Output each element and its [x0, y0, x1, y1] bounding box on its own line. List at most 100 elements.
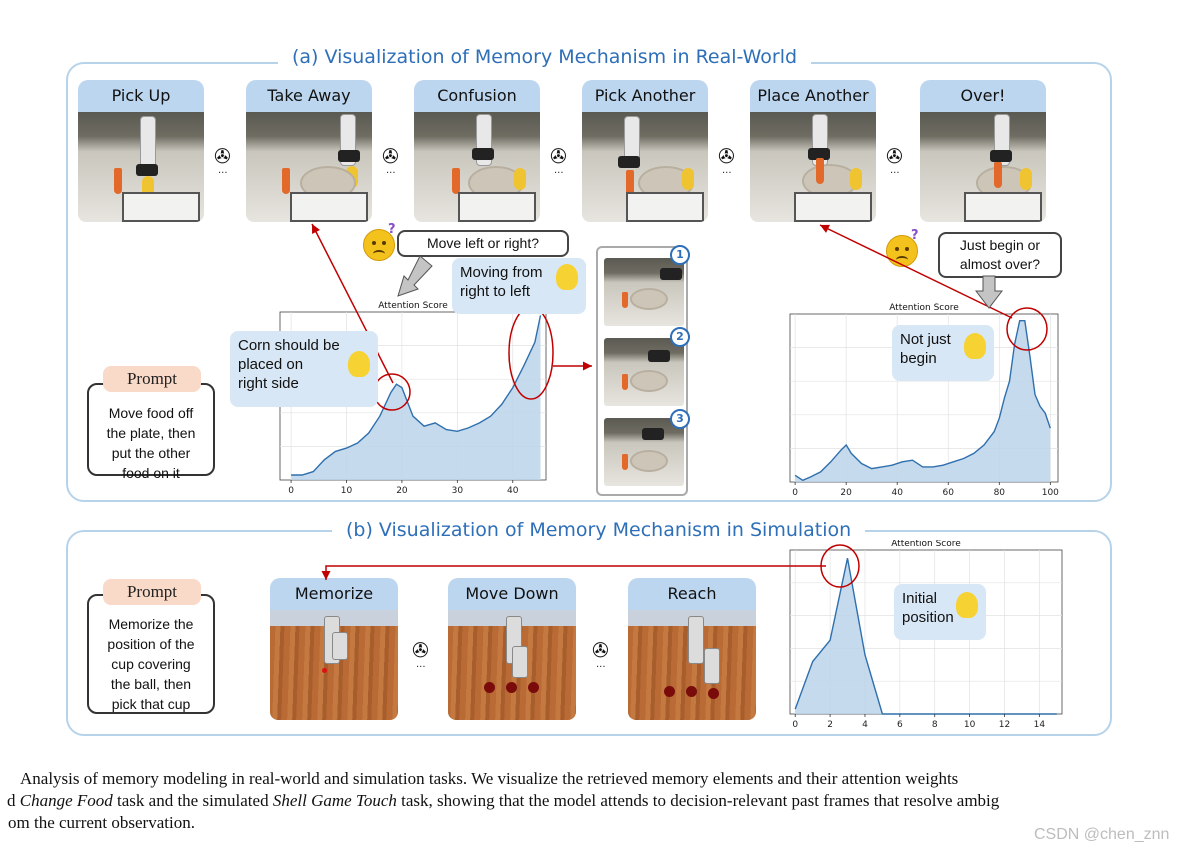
callout-initial-position: Initial position: [894, 584, 986, 640]
link-arrow: [311, 223, 394, 384]
step-pick-another: Pick Another: [582, 80, 708, 222]
step-reach: Reach: [628, 578, 756, 720]
robot-scene: [582, 112, 708, 222]
step-over: Over!: [920, 80, 1046, 222]
x-tick-label: 6: [897, 720, 903, 730]
x-tick-label: 8: [932, 720, 938, 730]
figure-caption-line: om the current observation.: [8, 813, 195, 832]
step-confusion: Confusion: [414, 80, 540, 222]
step-label: Pick Up: [78, 80, 204, 112]
down-arrow-icon: [397, 255, 433, 297]
x-tick-label: 20: [396, 486, 408, 496]
chart-title: Attention Score: [378, 301, 448, 311]
lightbulb-icon: [956, 592, 978, 618]
step-label: Place Another: [750, 80, 876, 112]
frame-thumbnail: [604, 338, 684, 406]
x-tick-label: 10: [964, 720, 976, 730]
attention-area: [795, 320, 1051, 482]
x-tick-label: 2: [827, 720, 833, 730]
prompt-line: the ball, then: [110, 676, 192, 692]
lightbulb-icon: [556, 264, 578, 290]
callout-line: Moving from: [460, 264, 543, 281]
ellipsis: ...: [890, 165, 900, 176]
prompt-line: Move food off: [108, 405, 194, 421]
step-move-down: Move Down: [448, 578, 576, 720]
prompt-header: Prompt: [103, 366, 201, 392]
link-arrow: [819, 224, 1013, 319]
lightbulb-icon: [348, 351, 370, 377]
panel-b-title: (b) Visualization of Memory Mechanism in…: [332, 518, 866, 542]
prompt-line: cup covering: [111, 656, 191, 672]
panel-a-title: (a) Visualization of Memory Mechanism in…: [278, 45, 812, 69]
attention-area: [291, 315, 541, 480]
x-tick-label: 40: [891, 488, 903, 498]
highlight-circle: [1006, 307, 1048, 351]
ellipsis: ...: [722, 165, 732, 176]
lightbulb-icon: [964, 333, 986, 359]
frame-number-badge: 3: [670, 409, 690, 429]
x-tick-label: 0: [288, 486, 294, 496]
prompt-header: Prompt: [103, 579, 201, 605]
robot-scene: [246, 112, 372, 222]
callout-line: Not just: [900, 331, 951, 348]
callout-corn-right: Corn should be placed on right side: [230, 331, 378, 407]
attention-line: [794, 558, 1057, 715]
step-label: Pick Another: [582, 80, 708, 112]
ellipsis: ...: [596, 659, 606, 670]
question-begin-or-over: Just begin or almost over?: [938, 232, 1062, 278]
robot-scene: [414, 112, 540, 222]
chart-title: Attention Score: [889, 303, 959, 313]
prompt-box: Move food off the plate, then put the ot…: [87, 383, 215, 481]
step-take-away: Take Away: [246, 80, 372, 222]
callout-line: right to left: [460, 283, 531, 300]
x-tick-label: 40: [507, 486, 519, 496]
highlight-circle: [508, 306, 554, 400]
retrieved-frames-strip: [596, 246, 688, 496]
question-line: Just begin or: [959, 237, 1041, 253]
x-tick-label: 80: [994, 488, 1006, 498]
robot-scene: [750, 112, 876, 222]
attention-line: [794, 320, 1051, 482]
x-tick-label: 100: [1042, 488, 1059, 498]
x-tick-label: 4: [862, 720, 868, 730]
film-reel-icon: ✇: [592, 638, 609, 662]
film-reel-icon: ✇: [718, 144, 735, 168]
confused-face-icon: [886, 235, 918, 267]
callout-line: begin: [900, 350, 937, 367]
robot-scene: [920, 112, 1046, 222]
film-reel-icon: ✇: [382, 144, 399, 168]
ellipsis: ...: [416, 659, 426, 670]
callout-moving-right-left: Moving from right to left: [452, 258, 586, 314]
ellipsis: ...: [554, 165, 564, 176]
frame-number-badge: 2: [670, 327, 690, 347]
callout-not-just-begin: Not just begin: [892, 325, 994, 381]
confused-face-icon: [363, 229, 395, 261]
prompt-line: the plate, then: [106, 425, 196, 441]
figure-caption-line: d Change Food task and the simulated She…: [7, 791, 1000, 810]
frame-thumbnail: [604, 258, 684, 326]
prompt-line: pick that cup: [111, 696, 191, 712]
question-mark-icon: ?: [388, 222, 396, 237]
sim-scene: [270, 610, 398, 720]
sim-scene: [628, 610, 756, 720]
callout-line: placed on: [238, 356, 304, 373]
callout-line: Corn should be: [238, 337, 340, 354]
x-tick-label: 0: [792, 720, 798, 730]
highlight-circle: [820, 544, 860, 588]
step-label: Memorize: [270, 578, 398, 610]
film-reel-icon: ✇: [412, 638, 429, 662]
step-label: Confusion: [414, 80, 540, 112]
robot-scene: [78, 112, 204, 222]
ellipsis: ...: [218, 165, 228, 176]
sim-scene: [448, 610, 576, 720]
callout-line: position: [902, 609, 954, 626]
prompt-line: put the other: [111, 445, 191, 461]
x-tick-label: 10: [341, 486, 353, 496]
callout-line: right side: [238, 375, 299, 392]
x-tick-label: 60: [943, 488, 955, 498]
step-label: Over!: [920, 80, 1046, 112]
x-tick-label: 14: [1034, 720, 1046, 730]
prompt-line: position of the: [107, 636, 195, 652]
